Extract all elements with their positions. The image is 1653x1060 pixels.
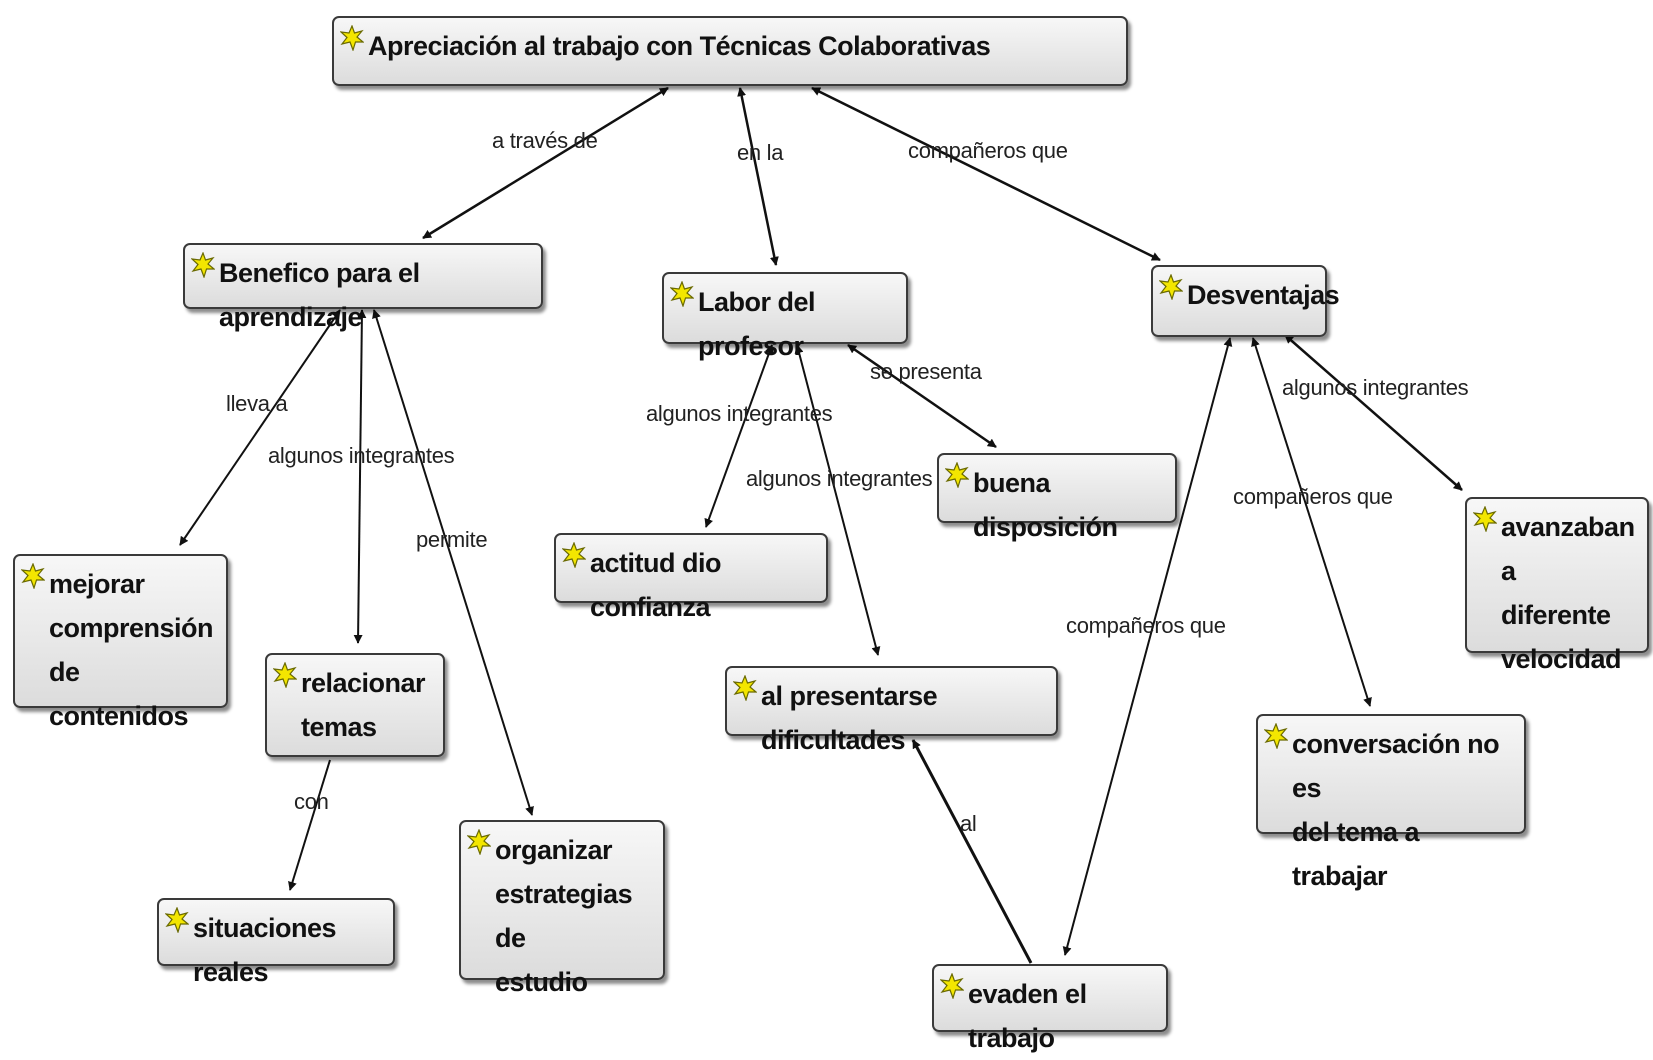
concept-label: actitud dio confianza: [590, 548, 722, 622]
edge-relacionar-situaciones: [288, 759, 331, 891]
concept-root[interactable]: Apreciación al trabajo con Técnicas Cola…: [332, 16, 1128, 86]
concept-conversacion[interactable]: conversación no es del tema a trabajar: [1256, 714, 1526, 891]
edge-root-beneficio: [422, 86, 669, 240]
concept-label: Desventajas: [1187, 280, 1340, 310]
concept-labor[interactable]: Labor del profesor: [662, 272, 908, 361]
link-label-se-presenta: se presenta: [870, 359, 982, 384]
link-label-companeros-que: compañeros que: [1233, 484, 1393, 509]
edge-desventajas-evaden: [1062, 337, 1233, 956]
edge-beneficio-organizar: [372, 309, 534, 816]
concept-label: situaciones reales: [193, 913, 337, 987]
concept-label: mejorar comprensión de contenidos: [49, 569, 214, 731]
concept-evaden[interactable]: evaden el trabajo: [932, 964, 1168, 1053]
edge-labor-buena: [847, 343, 997, 449]
concept-label: Labor del profesor: [698, 287, 816, 361]
concept-organizar[interactable]: organizar estrategias de estudio: [459, 820, 665, 997]
edge-beneficio-mejorar: [179, 309, 341, 546]
concept-star-icon: [1264, 723, 1288, 749]
link-label-a-traves-de: a través de: [492, 128, 598, 153]
link-label-permite: permite: [416, 527, 488, 552]
link-label-companeros-que: compañeros que: [908, 138, 1068, 163]
link-label-con: con: [294, 789, 329, 814]
concept-label: Apreciación al trabajo con Técnicas Cola…: [368, 31, 991, 61]
concept-star-icon: [733, 675, 757, 701]
concept-desventajas[interactable]: Desventajas: [1151, 265, 1340, 337]
edge-desventajas-conversacion: [1251, 337, 1372, 707]
concept-actitud[interactable]: actitud dio confianza: [554, 533, 828, 622]
concept-star-icon: [940, 973, 964, 999]
link-label-algunos-integrantes: algunos integrantes: [268, 443, 455, 468]
concept-situaciones[interactable]: situaciones reales: [157, 898, 395, 987]
concept-buena[interactable]: buena disposición: [937, 453, 1177, 542]
concept-star-icon: [340, 25, 364, 51]
concept-label: relacionar temas: [301, 668, 426, 742]
concept-star-icon: [670, 281, 694, 307]
link-label-algunos-integrantes: algunos integrantes: [646, 401, 833, 426]
concept-star-icon: [1473, 506, 1497, 532]
edge-beneficio-relacionar: [353, 309, 367, 644]
concept-star-icon: [165, 907, 189, 933]
edge-desventajas-avanzaban: [1284, 334, 1463, 491]
concept-label: conversación no es del tema a trabajar: [1292, 729, 1500, 891]
concept-star-icon: [467, 829, 491, 855]
concept-star-icon: [1159, 274, 1183, 300]
concept-star-icon: [191, 252, 215, 278]
concept-beneficio[interactable]: Benefico para el aprendizaje: [183, 243, 543, 332]
concept-star-icon: [945, 462, 969, 488]
concept-label: Benefico para el aprendizaje: [219, 258, 420, 332]
connector-layer: [179, 86, 1463, 964]
edge-labor-dificultades: [794, 344, 881, 656]
concept-label: avanzaban a diferente velocidad: [1501, 512, 1635, 674]
edge-root-desventajas: [811, 86, 1161, 262]
link-label-en-la: en la: [737, 140, 784, 165]
link-label-lleva-a: lleva a: [226, 391, 288, 416]
concept-star-icon: [562, 542, 586, 568]
concept-label: organizar estrategias de estudio: [495, 835, 633, 997]
edge-labor-actitud: [704, 344, 774, 528]
concept-star-icon: [273, 662, 297, 688]
edge-root-labor: [737, 87, 779, 266]
concept-mejorar[interactable]: mejorar comprensión de contenidos: [13, 554, 228, 731]
link-label-al: al: [960, 811, 977, 836]
link-label-algunos-integrantes: algunos integrantes: [746, 466, 933, 491]
concept-relacionar[interactable]: relacionar temas: [265, 653, 445, 757]
edge-evaden-dificultades: [911, 739, 1033, 964]
link-label-algunos-integrantes: algunos integrantes: [1282, 375, 1469, 400]
concept-star-icon: [21, 563, 45, 589]
link-label-companeros-que: compañeros que: [1066, 613, 1226, 638]
concept-dificultades[interactable]: al presentarse dificultades: [725, 666, 1058, 755]
concept-avanzaban[interactable]: avanzaban a diferente velocidad: [1465, 497, 1649, 674]
concept-label: al presentarse dificultades: [761, 681, 938, 755]
concept-label: buena disposición: [973, 468, 1118, 542]
concept-label: evaden el trabajo: [968, 979, 1087, 1053]
